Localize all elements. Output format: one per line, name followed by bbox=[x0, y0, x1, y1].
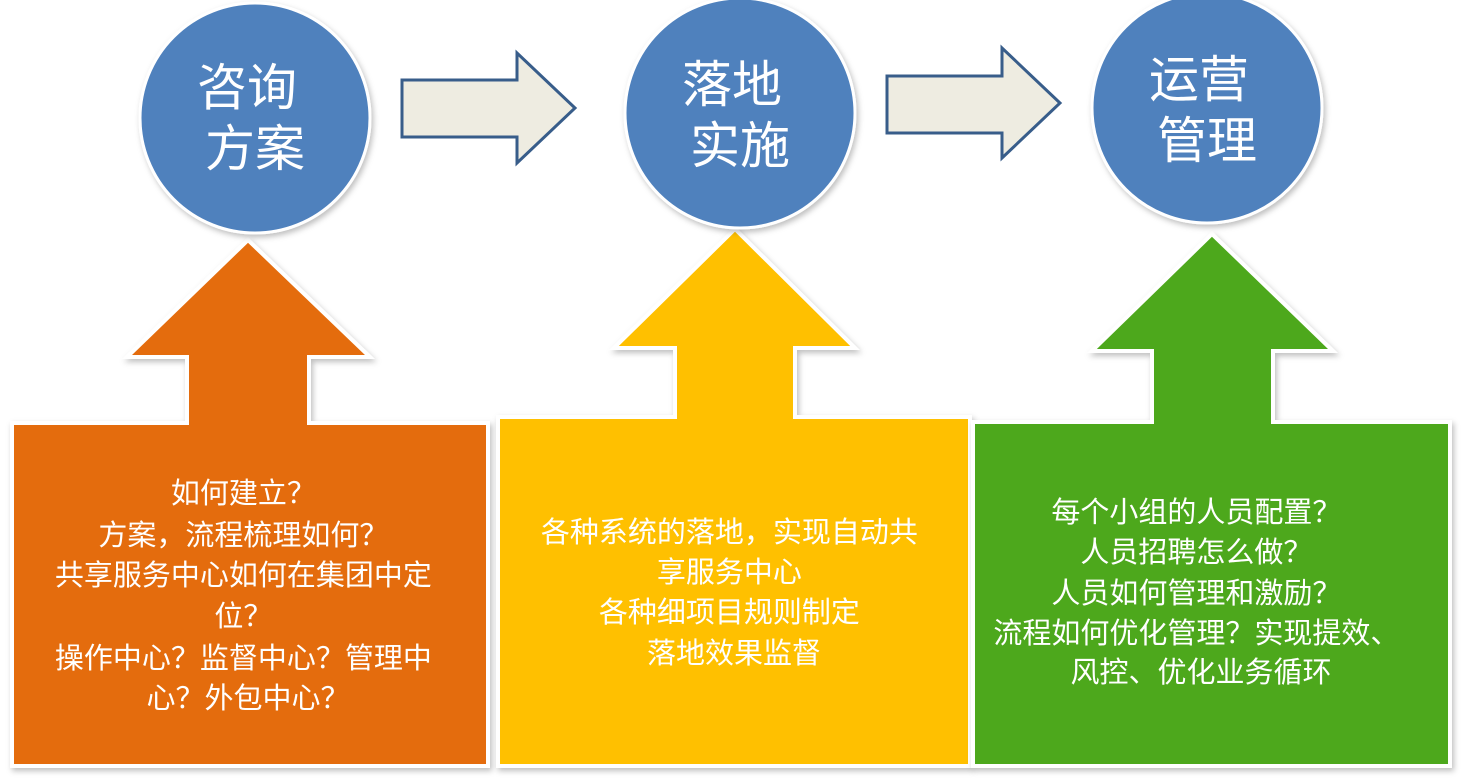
circle-title-line: 管理 bbox=[1157, 112, 1257, 170]
svg-text:每个小组的人员配置？ 人员招聘怎么做？: 每个小组的人员配置？ 人员招聘怎么做？ 人员如何管理和激励？ 流程如何优化管理？… bbox=[993, 495, 1408, 689]
body-line: 流程如何优化管理？实现提效、 bbox=[993, 616, 1399, 650]
body-line: 位？ bbox=[214, 599, 272, 633]
svg-text:各种系统的落地，实现自动共 享服务中心: 各种系统的落地，实现自动共 享服务中心 各种细项目规则制定 落地效果监督 bbox=[541, 515, 927, 670]
body-line: 共享服务中心如何在集团中定 bbox=[55, 558, 432, 592]
svg-text:咨询 方案: 咨询 方案 bbox=[197, 59, 313, 178]
svg-text:运营 管理: 运营 管理 bbox=[1149, 51, 1265, 170]
body-line: 各种细项目规则制定 bbox=[599, 595, 860, 629]
circle-title-line: 实施 bbox=[690, 117, 790, 175]
svg-text:如何建立？ 方案，流程梳理如何？ 共: 如何建立？ 方案，流程梳理如何？ 共享服务中心如何在集团中定 位？ 操作中心？监… bbox=[55, 476, 441, 715]
circle-title-line: 方案 bbox=[205, 120, 305, 178]
body-line: 风控、优化业务循环 bbox=[1070, 655, 1331, 689]
circle-title-line: 落地 bbox=[682, 56, 782, 114]
body-line: 心？外包中心？ bbox=[146, 681, 349, 715]
body-line: 人员招聘怎么做？ bbox=[1080, 535, 1312, 569]
body-line: 操作中心？监督中心？管理中 bbox=[55, 641, 432, 675]
circle-title-line: 咨询 bbox=[197, 59, 297, 117]
body-line: 如何建立？ bbox=[171, 476, 316, 510]
body-line: 每个小组的人员配置？ bbox=[1051, 495, 1341, 529]
stage-implementation: 落地 实施 各种系统的落地，实现自动共 享服务中心 各种细项目规则制定 落地效果… bbox=[496, 0, 972, 768]
body-line: 落地效果监督 bbox=[647, 636, 821, 670]
circle-title-line: 运营 bbox=[1149, 51, 1249, 109]
stage-operations: 运营 管理 每个小组的人员配置？ 人员招聘怎么做？ 人员如何管理和激励？ 流程如… bbox=[971, 0, 1452, 768]
circle-operations bbox=[1090, 0, 1324, 225]
up-arrow-callout-operations bbox=[971, 231, 1452, 768]
circle-implementation bbox=[623, 0, 857, 230]
up-arrow-callout-consulting bbox=[10, 237, 490, 768]
up-arrow-callout-implementation bbox=[496, 226, 972, 768]
stage-consulting: 咨询 方案 如何建立？ 方案，流程梳理如何？ 共享服务中心如何在集团中定 位？ … bbox=[10, 1, 490, 768]
body-line: 人员如何管理和激励？ bbox=[1051, 576, 1341, 610]
right-arrow-2 bbox=[885, 44, 1063, 162]
body-line: 方案，流程梳理如何？ bbox=[98, 518, 388, 552]
body-line: 各种系统的落地，实现自动共 bbox=[541, 515, 918, 549]
svg-text:落地 实施: 落地 实施 bbox=[682, 56, 798, 175]
body-line: 享服务中心 bbox=[657, 555, 802, 589]
circle-consulting bbox=[138, 1, 372, 235]
right-arrow-1 bbox=[400, 49, 578, 167]
